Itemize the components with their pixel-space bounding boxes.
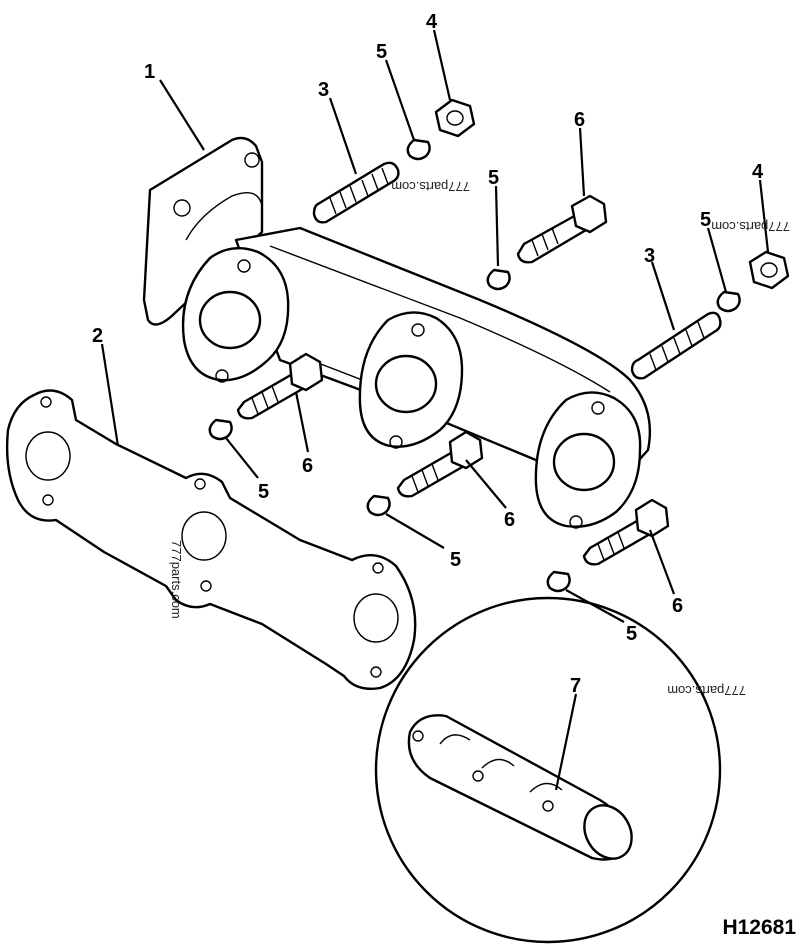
nut-upper [434,98,476,138]
watermark-1: 777parts.com [391,179,470,194]
callout-6-right: 6 [672,595,683,617]
callout-5-e: 5 [450,549,461,571]
callout-6-left: 6 [302,455,313,477]
callout-6-upper: 6 [574,109,585,131]
callout-3-lower: 3 [644,245,655,267]
bolt-middle [396,430,484,498]
callout-5-d: 5 [258,481,269,503]
callout-2: 2 [92,325,103,347]
callout-5-b: 5 [488,167,499,189]
callout-4-lower: 4 [752,161,764,183]
callout-6-middle: 6 [504,509,515,531]
callout-3-upper: 3 [318,79,329,101]
watermark-4: 777parts.com [667,683,746,698]
callout-7: 7 [570,675,581,697]
stud-upper [312,161,400,224]
detail-view-circle [374,596,722,944]
callout-labels: 1 2 3 3 4 4 5 5 5 5 5 5 5 6 6 6 6 7 [92,11,764,697]
callout-4-upper: 4 [426,11,438,33]
watermarks: 777parts.com 777parts.com 777parts.com 7… [169,179,790,698]
leader-lines [100,29,770,791]
bolt-upper [516,194,608,264]
stud-lower [630,311,722,380]
sleeve-insert [407,714,633,861]
callout-5-c: 5 [700,209,711,231]
bolt-left [236,352,324,420]
lock-washers [208,138,741,593]
manifold-gasket [5,389,417,690]
bolt-right [582,498,670,566]
nut-lower [748,250,790,290]
callout-5-a: 5 [376,41,387,63]
watermark-2: 777parts.com [711,219,790,234]
watermark-3: 777parts.com [169,540,184,619]
exhaust-manifold [142,136,652,529]
drawing-reference-code: H12681 [722,916,796,939]
callout-1: 1 [144,61,155,83]
callout-5-f: 5 [626,623,637,645]
